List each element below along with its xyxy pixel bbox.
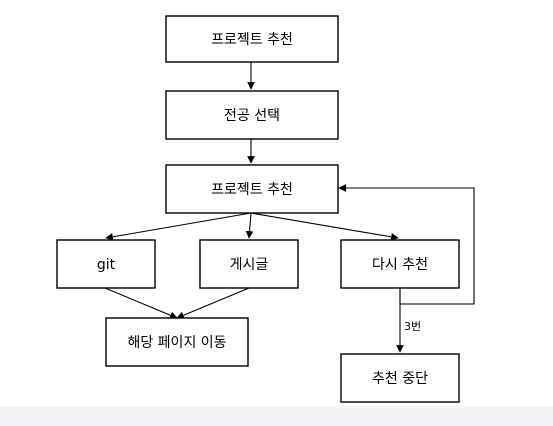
edge-post-to-goto [176, 287, 250, 319]
edge-recommend-to-again [250, 212, 399, 241]
node-goto-page: 해당 페이지 이동 [105, 317, 249, 367]
node-recommend-mid: 프로젝트 추천 [165, 164, 339, 214]
edge-recommend-to-git [105, 212, 252, 241]
edge-label-three-times: 3번 [404, 320, 421, 333]
edges: 3번 [104, 62, 475, 353]
edge-recommend-to-post [245, 212, 254, 239]
node-recommend-top-label: 프로젝트 추천 [211, 32, 293, 48]
node-stop-recommend-label: 추천 중단 [372, 371, 428, 387]
node-post-label: 게시글 [230, 257, 269, 273]
node-stop-recommend: 추천 중단 [340, 353, 460, 403]
node-recommend-again-label: 다시 추천 [372, 257, 428, 273]
node-goto-page-label: 해당 페이지 이동 [127, 335, 226, 351]
edge-git-to-goto [104, 287, 178, 319]
node-git: git [56, 239, 156, 289]
node-select-major-label: 전공 선택 [224, 108, 280, 124]
node-recommend-again: 다시 추천 [340, 239, 460, 289]
node-recommend-top: 프로젝트 추천 [165, 15, 339, 63]
bottom-band [0, 406, 553, 426]
node-post: 게시글 [199, 239, 299, 289]
node-recommend-mid-label: 프로젝트 추천 [211, 182, 293, 198]
node-select-major: 전공 선택 [165, 90, 339, 140]
node-git-label: git [97, 257, 116, 273]
